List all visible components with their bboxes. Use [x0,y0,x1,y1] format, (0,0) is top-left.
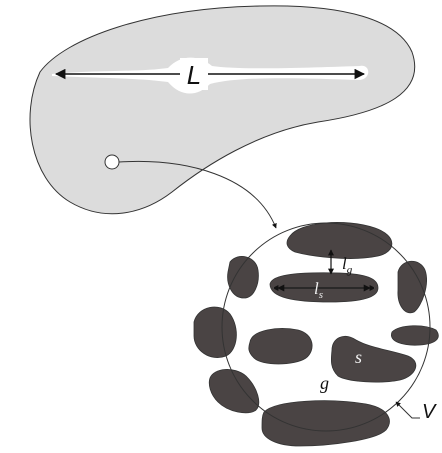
solid-length-label-sub: s [319,289,323,301]
particle-left-middle [194,307,236,358]
sample-point [105,155,119,169]
solid-phase-label: s [355,347,362,367]
macroscopic-body [30,6,415,214]
particle-center [249,329,312,365]
particle-bottom [262,401,389,446]
particle-right-edge [391,326,438,345]
particle-top [287,222,392,258]
gap-length-label-sub: g [347,264,353,276]
particle-left-upper [228,256,259,298]
gas-phase-label: g [320,373,329,393]
volume-leader [396,402,420,418]
volume-label: V [422,401,437,423]
macro-length-label: L [187,60,201,90]
